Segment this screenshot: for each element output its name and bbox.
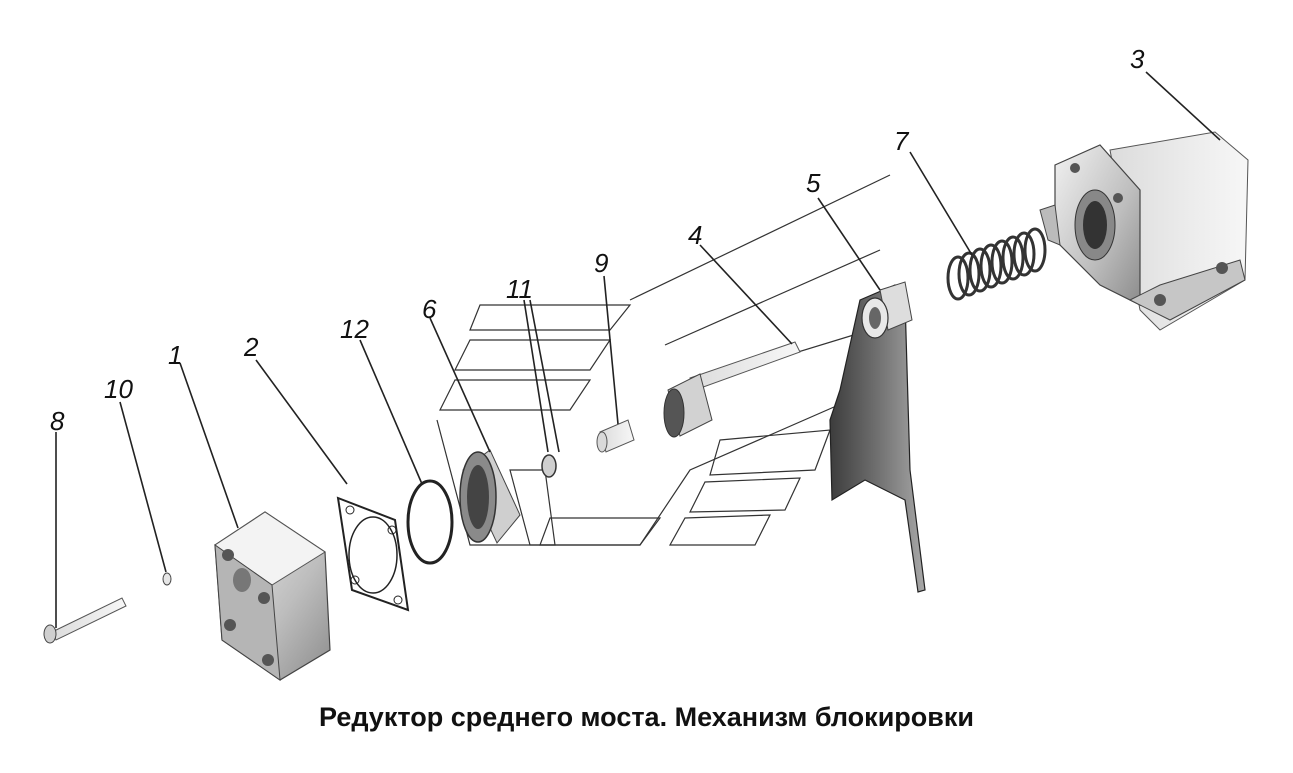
part-6-piston bbox=[459, 449, 521, 544]
leader-lines bbox=[55, 71, 1221, 628]
callout-6: 6 bbox=[422, 294, 437, 324]
part-3-housing bbox=[1039, 131, 1249, 331]
callout-7: 7 bbox=[894, 126, 910, 156]
callout-9: 9 bbox=[594, 248, 608, 278]
callout-3: 3 bbox=[1130, 44, 1145, 74]
part-10-ball bbox=[162, 572, 172, 586]
callout-labels: 1 2 3 4 5 6 7 8 9 10 11 12 bbox=[50, 44, 1145, 436]
diagram-caption: Редуктор среднего моста. Механизм блокир… bbox=[318, 702, 974, 732]
callout-5: 5 bbox=[806, 168, 821, 198]
callout-11: 11 bbox=[506, 274, 533, 304]
callout-1: 1 bbox=[168, 340, 182, 370]
callout-4: 4 bbox=[688, 220, 702, 250]
part-2-gasket bbox=[336, 496, 410, 612]
part-9-pin bbox=[596, 419, 635, 453]
part-1-cover bbox=[214, 511, 331, 682]
part-8-bolt bbox=[43, 597, 127, 644]
part-12-o-ring bbox=[406, 479, 454, 565]
callout-8: 8 bbox=[50, 406, 65, 436]
callout-12: 12 bbox=[340, 314, 369, 344]
callout-2: 2 bbox=[243, 332, 259, 362]
callout-10: 10 bbox=[104, 374, 133, 404]
part-7-spring bbox=[946, 227, 1047, 301]
part-11-ring bbox=[541, 454, 557, 478]
part-4-rod bbox=[663, 341, 801, 438]
part-5-fork bbox=[829, 281, 926, 593]
